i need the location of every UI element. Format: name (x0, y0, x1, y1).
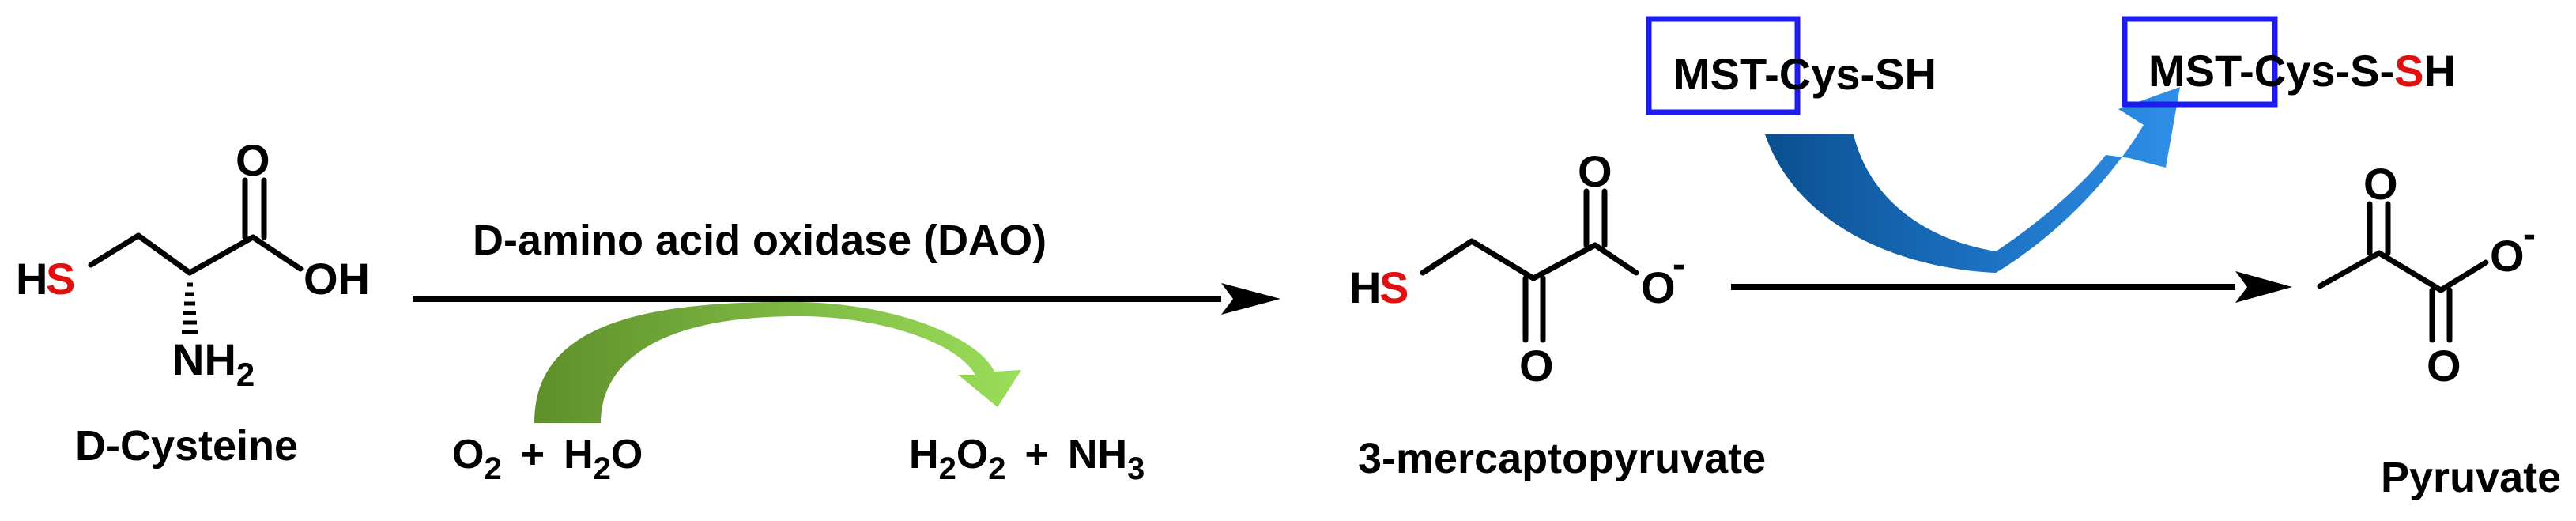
persulfide-h-label: H (2424, 46, 2456, 96)
hashed-wedge-bond (182, 282, 198, 334)
mp-negative-charge: - (1673, 244, 1685, 285)
mst-box (1646, 16, 1801, 115)
products-h2o2-nh3: H2O2+NH3 (909, 432, 1145, 486)
pyruvate-o-minus-atom: O (2490, 231, 2525, 281)
h2o-h-text: H (564, 432, 594, 478)
nh3-subscript: 3 (1127, 451, 1145, 486)
mst-cys-ssh-group: MST-Cys-S-SH (2122, 16, 2456, 108)
pyruvate-label: Pyruvate (2381, 454, 2561, 501)
mp-s-atom: S (1379, 262, 1409, 312)
h2o2-o-subscript: 2 (988, 451, 1005, 486)
mercaptopyruvate-structure: H S O O O - (1349, 146, 1685, 391)
pyruvate-o-bottom-atom: O (2427, 341, 2461, 391)
pyruvate-negative-charge: - (2523, 213, 2536, 255)
bond (1420, 238, 1475, 276)
d-cysteine-nh-group: NH2 (172, 334, 255, 393)
d-cysteine-s-atom: S (46, 254, 75, 304)
d-cysteine-h-atom: H (16, 254, 47, 304)
o2-subscript: 2 (484, 451, 501, 486)
mst-cys-sh-text: MST-Cys-SH (1673, 49, 1937, 99)
bond (187, 234, 256, 276)
nh3-text: NH (1068, 432, 1127, 478)
bond (2438, 259, 2489, 293)
mst-cys-sh-group: MST-Cys-SH (1646, 16, 1937, 115)
bond (88, 232, 141, 268)
cys-sh-label: -Cys-SH (1764, 49, 1937, 99)
mercaptopyruvate-label: 3-mercaptopyruvate (1358, 435, 1766, 482)
d-cysteine-o-atom: O (236, 135, 270, 185)
mp-o-top-atom: O (1578, 146, 1612, 196)
mp-h-atom: H (1349, 262, 1381, 312)
bond (250, 234, 304, 272)
h2o2-o-text: O (956, 432, 988, 478)
bond (1592, 242, 1639, 276)
bond (2376, 250, 2444, 293)
mp-o-minus-atom: O (1641, 262, 1676, 312)
nh-subscript: 2 (236, 356, 255, 393)
dao-enzyme-label: D-amino acid oxidase (DAO) (473, 217, 1047, 264)
d-cysteine-label: D-Cysteine (75, 422, 298, 470)
cys-s-label: -Cys-S- (2239, 46, 2394, 96)
bond (1530, 242, 1598, 281)
reaction-arrow-2 (1731, 271, 2292, 303)
plus-sign: + (1025, 432, 1049, 478)
d-cysteine-oh-group: OH (304, 254, 370, 304)
reactants-o2-h2o: O2+H2O (452, 432, 643, 486)
mst-box (2122, 16, 2278, 108)
h2o-o-text: O (611, 432, 643, 478)
o2-text: O (452, 432, 484, 478)
plus-sign: + (521, 432, 545, 478)
bond (2317, 250, 2382, 289)
blue-curved-arrow (1765, 87, 2180, 273)
mst-cys-ssh-text: MST-Cys-S-SH (2148, 46, 2456, 96)
mst-label: MST (2148, 46, 2242, 96)
bond (1469, 238, 1537, 281)
pyruvate-o-top-atom: O (2363, 159, 2398, 209)
mp-o-bottom-atom: O (1519, 341, 1554, 391)
nh-text: NH (172, 334, 236, 384)
h2o2-h-text: H (909, 432, 939, 478)
persulfide-s-label: S (2394, 46, 2423, 96)
mst-label: MST (1673, 49, 1767, 99)
h2o2-h-subscript: 2 (939, 451, 956, 486)
pyruvate-structure: O O O - (2317, 159, 2536, 391)
h2o-subscript: 2 (594, 451, 611, 486)
reaction-arrow-1 (413, 283, 1280, 315)
d-cysteine-structure: H S O OH NH2 (16, 135, 370, 393)
green-curved-arrow (534, 301, 1021, 423)
bond (135, 232, 193, 276)
